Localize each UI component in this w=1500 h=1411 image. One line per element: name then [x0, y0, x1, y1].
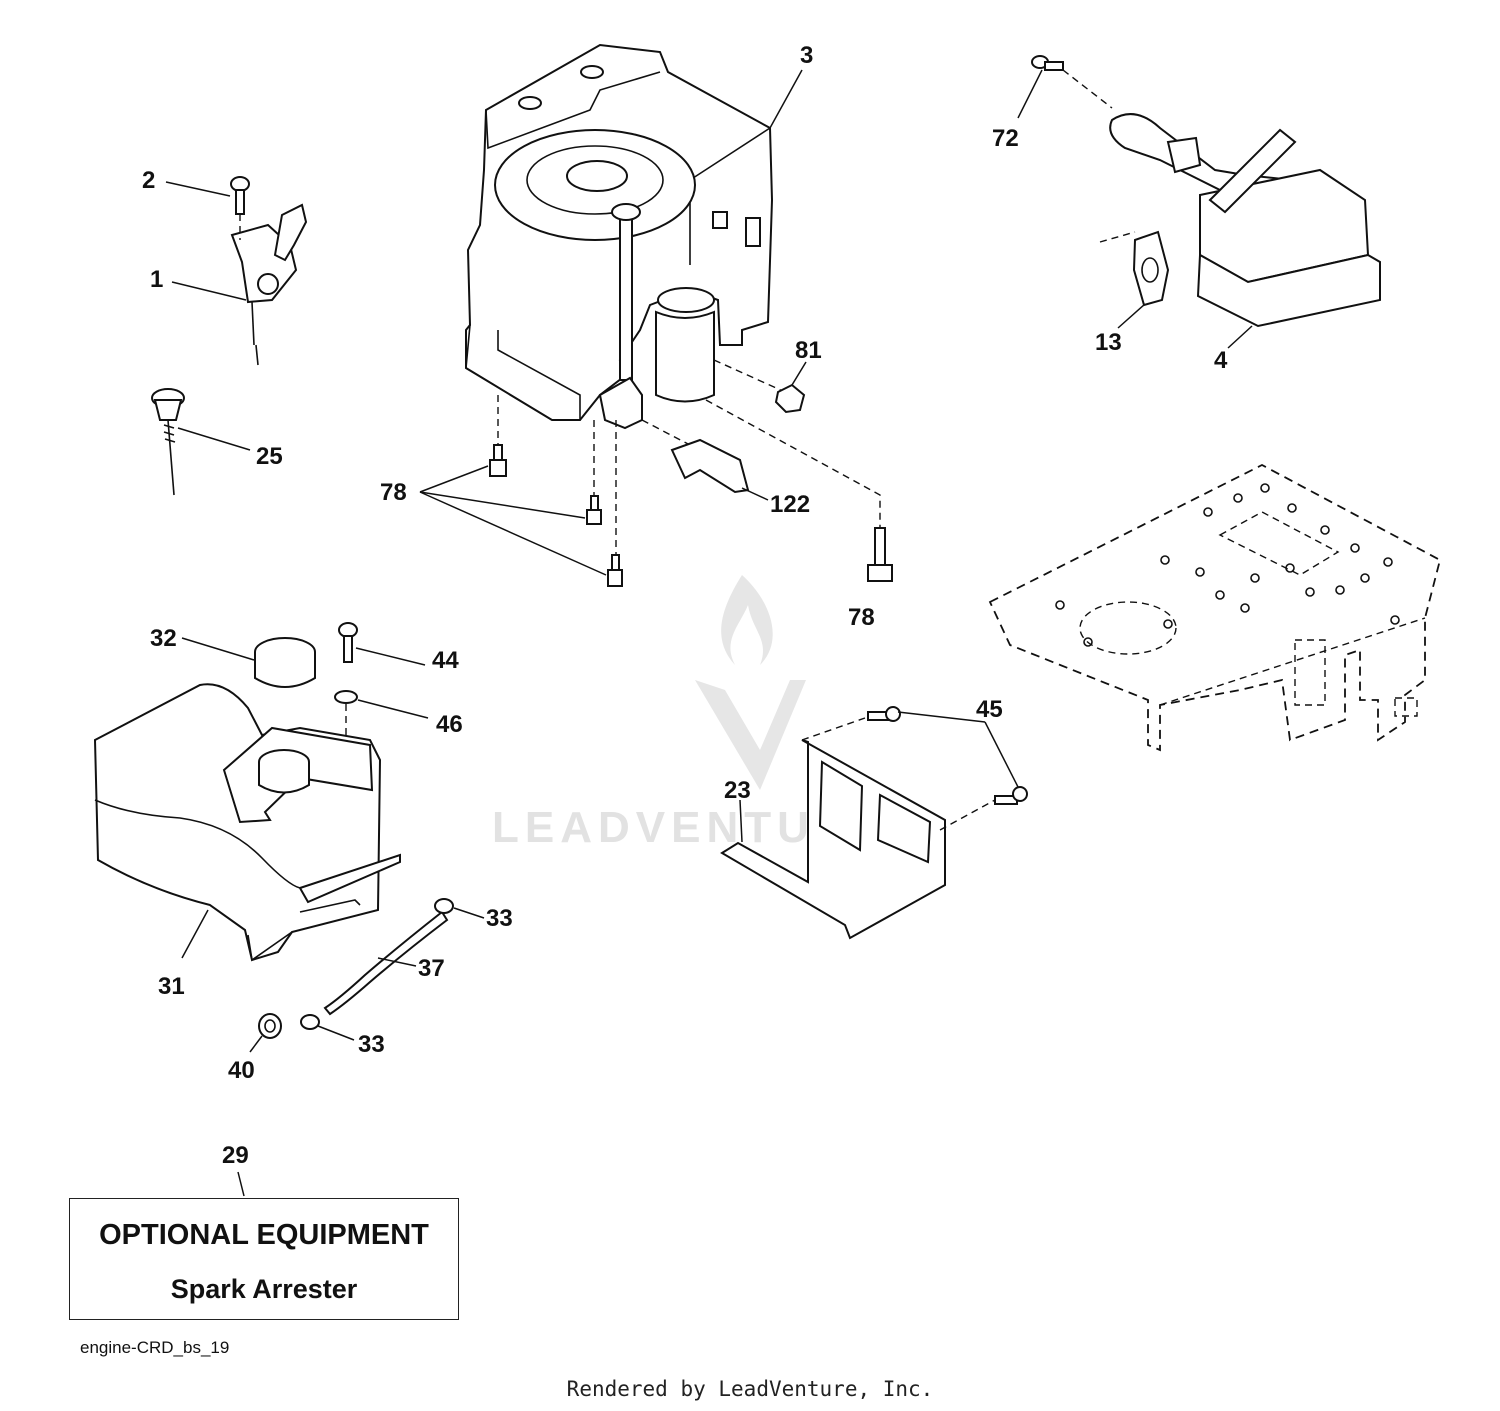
exhaust-gasket[interactable] — [1132, 230, 1170, 307]
leader-hose-clamp — [317, 1025, 355, 1041]
align-line — [801, 717, 866, 741]
callout-fuel-line: 37 — [418, 955, 445, 982]
align-line — [939, 799, 996, 831]
callout-option-ref: 29 — [222, 1142, 249, 1169]
callout-throttle-control: 1 — [150, 266, 163, 293]
callout-engine-bolts: 78 — [380, 479, 407, 506]
leader-shield-bolts — [984, 721, 1019, 788]
optional-equipment-box: OPTIONAL EQUIPMENT Spark Arrester — [69, 1198, 459, 1320]
callout-heat-shield: 23 — [724, 777, 751, 804]
callout-hose-clamp-lower: 33 — [358, 1031, 385, 1058]
callout-gasket: 13 — [1095, 329, 1122, 356]
leader-option-ref — [237, 1171, 245, 1197]
leader-fuel-line — [377, 957, 417, 967]
callout-nut: 81 — [795, 337, 822, 364]
callout-engine: 3 — [800, 42, 813, 69]
credit-line: Rendered by LeadVenture, Inc. — [566, 1377, 934, 1401]
leader-bolts — [419, 491, 586, 519]
leader-bolts — [419, 465, 489, 493]
engine-bolt[interactable] — [607, 554, 623, 587]
callout-clip: 122 — [770, 491, 810, 518]
heat-shield-bolt[interactable] — [867, 706, 901, 722]
heat-shield[interactable] — [720, 739, 946, 940]
leader-engine — [769, 69, 803, 129]
leader-shield-bolts — [897, 711, 986, 723]
leader-fuel-tank — [181, 909, 209, 959]
callout-muffler: 4 — [1214, 347, 1228, 374]
clip[interactable] — [670, 438, 750, 494]
callout-fuel-tank: 31 — [158, 973, 185, 1000]
leader-fuel-cap — [181, 637, 255, 661]
leader-gasket — [1117, 303, 1146, 329]
muffler[interactable] — [1109, 113, 1381, 328]
align-line — [705, 399, 881, 530]
leader-nut — [791, 361, 807, 386]
leader-washer — [357, 699, 429, 719]
washer[interactable] — [334, 690, 358, 704]
callout-washer: 46 — [436, 711, 463, 738]
throttle-screw[interactable] — [230, 176, 250, 240]
leader-throttle-control — [171, 281, 247, 301]
leader-heat-shield — [739, 799, 743, 843]
choke-knob[interactable] — [151, 388, 185, 496]
engine-bolt-right[interactable] — [867, 527, 893, 582]
callout-fuel-cap: 32 — [150, 625, 177, 652]
align-line — [1062, 69, 1113, 109]
fuel-line[interactable] — [323, 910, 449, 1016]
align-line — [1099, 231, 1136, 243]
leader-clip — [741, 487, 769, 501]
leader-choke-knob — [177, 427, 251, 451]
nut[interactable] — [774, 383, 806, 414]
leader-throttle-screw — [165, 181, 231, 197]
fuel-cap[interactable] — [254, 637, 316, 688]
leader-hose-clamp — [453, 907, 485, 919]
fuel-tank[interactable] — [93, 683, 401, 962]
leader-tank-screw — [355, 647, 426, 666]
hose-clamp[interactable] — [434, 898, 454, 914]
engine-bolt[interactable] — [586, 495, 602, 525]
callout-hose-clamp-upper: 33 — [486, 905, 513, 932]
engine-bolt[interactable] — [489, 444, 507, 477]
optional-equipment-item: Spark Arrester — [170, 1274, 358, 1304]
leader-grommet — [249, 1035, 263, 1053]
callout-tank-screw: 44 — [432, 647, 459, 674]
callout-choke-knob: 25 — [256, 443, 283, 470]
chassis-frame — [988, 463, 1442, 752]
optional-equipment-title: OPTIONAL EQUIPMENT — [99, 1219, 429, 1251]
leader-bolts — [419, 491, 607, 576]
leader-muffler — [1227, 325, 1253, 349]
leader-exhaust-bolt — [1017, 69, 1043, 119]
callout-shield-bolts: 45 — [976, 696, 1003, 723]
callout-throttle-screw: 2 — [142, 167, 155, 194]
exhaust-bolt[interactable] — [1031, 55, 1064, 71]
diagram-id: engine-CRD_bs_19 — [80, 1338, 230, 1357]
engine[interactable] — [465, 43, 774, 430]
callout-exhaust-bolt: 72 — [992, 125, 1019, 152]
align-line — [641, 419, 691, 446]
throttle-control[interactable] — [230, 203, 308, 366]
grommet[interactable] — [258, 1013, 282, 1039]
hose-clamp[interactable] — [300, 1014, 320, 1030]
callout-engine-bolt-right: 78 — [848, 604, 875, 631]
heat-shield-bolt[interactable] — [994, 786, 1028, 805]
callout-grommet: 40 — [228, 1057, 255, 1084]
align-line — [713, 359, 786, 393]
tank-screw[interactable] — [338, 622, 358, 663]
